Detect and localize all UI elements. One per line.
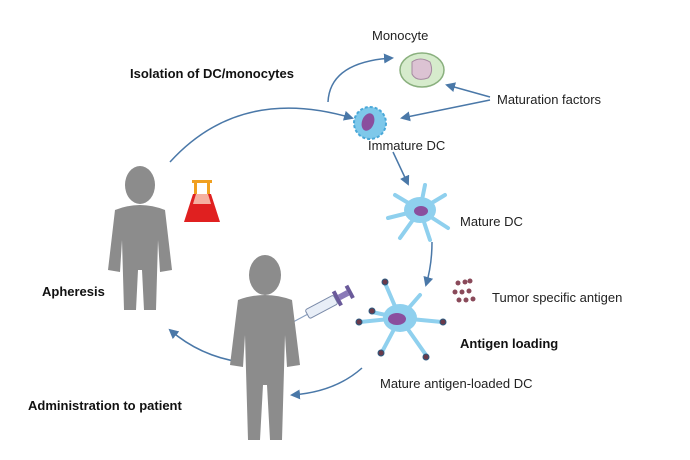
arrow-factors-to-immature-dc [400, 99, 491, 122]
label-monocyte: Monocyte [372, 28, 429, 43]
arrows [168, 53, 491, 400]
tumor-antigen-particles [452, 278, 476, 303]
arrow-mature-to-loaded [423, 241, 434, 287]
arrow-immature-to-mature [392, 151, 410, 186]
antigen-loaded-dc-cell [355, 278, 447, 361]
immature-dc-cell [353, 106, 387, 140]
patient-silhouette-2 [230, 255, 300, 440]
label-apheresis: Apheresis [42, 284, 105, 299]
label-mature-dc: Mature DC [460, 214, 523, 229]
arrow-loaded-to-patient [290, 367, 363, 400]
apheresis-flask [184, 180, 220, 222]
arrow-factors-to-monocyte [445, 82, 491, 98]
arrow-patient-to-immature-dc [169, 107, 354, 163]
label-maturation-factors: Maturation factors [497, 92, 602, 107]
monocyte-cell [399, 52, 445, 88]
patient-silhouette-1 [108, 166, 172, 310]
label-administration: Administration to patient [28, 398, 182, 413]
arrow-patient-to-apheresis [168, 328, 241, 363]
label-isolation: Isolation of DC/monocytes [130, 66, 294, 81]
label-loaded-dc: Mature antigen-loaded DC [380, 376, 533, 391]
arrow-to-monocyte [327, 53, 394, 103]
mature-dc-cell [386, 183, 450, 242]
label-tumor-antigen: Tumor specific antigen [492, 290, 623, 305]
label-immature-dc: Immature DC [368, 138, 446, 153]
label-antigen-loading: Antigen loading [460, 336, 559, 351]
